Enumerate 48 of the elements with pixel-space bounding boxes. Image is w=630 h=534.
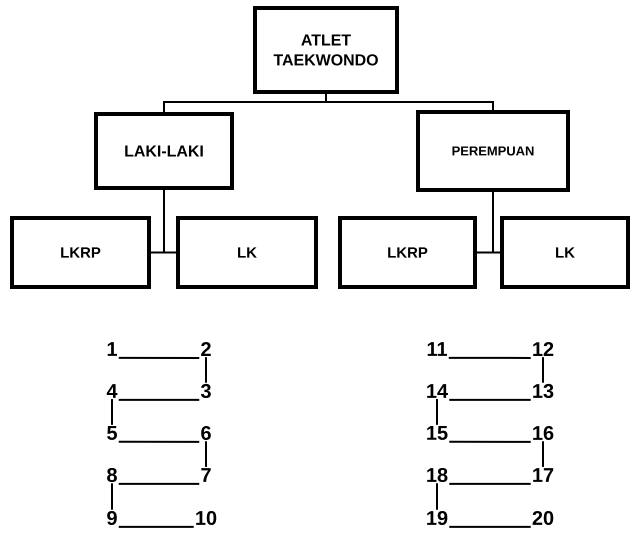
number-label: 19 — [427, 510, 448, 526]
connector-line — [118, 526, 194, 528]
connector-line — [118, 398, 200, 401]
number-label: 10 — [196, 510, 216, 526]
number-label: 14 — [427, 384, 448, 398]
org-box: LKRP — [10, 216, 151, 289]
connector-line — [542, 357, 544, 383]
number-label: 16 — [533, 426, 554, 440]
number-label: 5 — [107, 426, 117, 440]
number-label: 12 — [533, 342, 554, 356]
connector-line — [118, 356, 200, 359]
number-label: 4 — [106, 384, 118, 398]
org-box: LKRP — [338, 216, 477, 289]
org-box: PEREMPUAN — [416, 110, 570, 192]
number-label: 1 — [108, 342, 117, 356]
number-label: 15 — [427, 426, 448, 440]
connector-line — [163, 190, 176, 254]
connector-line — [325, 94, 494, 110]
number-label: 8 — [107, 468, 117, 482]
number-label: 20 — [532, 510, 554, 526]
org-box: LK — [176, 216, 318, 289]
connector-line — [449, 398, 531, 401]
number-label: 6 — [201, 426, 211, 440]
org-box: ATLET TAEKWONDO — [253, 6, 399, 94]
connector-line — [205, 441, 207, 467]
connector-line — [118, 440, 200, 443]
connector-line — [449, 440, 531, 443]
number-label: 9 — [107, 510, 117, 526]
number-label: 13 — [533, 384, 554, 398]
connector-line — [118, 482, 200, 485]
org-box: LAKI-LAKI — [94, 112, 234, 190]
connector-line — [436, 399, 438, 425]
connector-line — [205, 357, 207, 383]
connector-line — [449, 526, 531, 528]
number-label: 18 — [427, 468, 448, 482]
org-box: LK — [500, 216, 630, 289]
number-label: 7 — [201, 468, 211, 482]
number-label: 17 — [533, 468, 554, 482]
number-label: 3 — [200, 384, 211, 398]
connector-line — [542, 441, 544, 467]
connector-line — [449, 482, 531, 485]
connector-line — [492, 192, 500, 254]
connector-line — [111, 483, 113, 510]
connector-line — [436, 483, 438, 510]
number-label: 11 — [428, 342, 447, 356]
number-label: 2 — [201, 342, 211, 356]
connector-line — [111, 399, 113, 425]
connector-line — [448, 356, 531, 359]
